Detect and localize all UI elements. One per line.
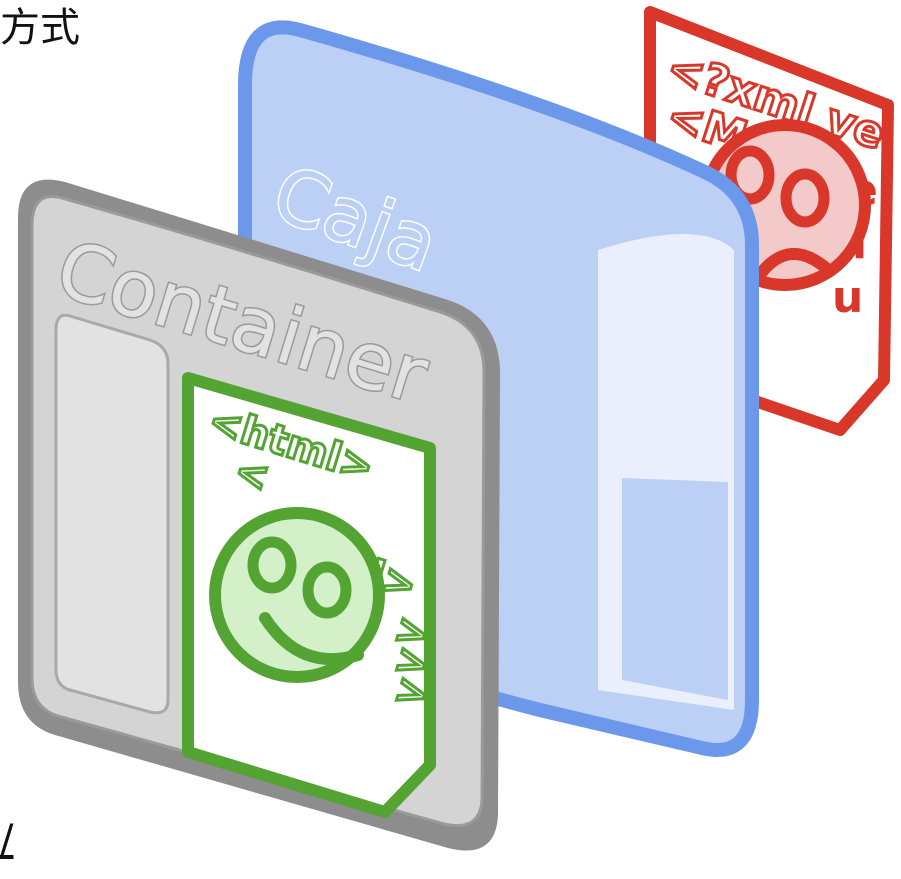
smiley-face-icon: [215, 513, 379, 677]
caja-side-panel: [622, 478, 728, 700]
html-document: <html> < d> > > >: [188, 378, 435, 812]
container-sidebar: [56, 315, 168, 713]
xml-line-5: u: [832, 272, 863, 323]
bottom-text-fragment: /: [0, 820, 13, 860]
